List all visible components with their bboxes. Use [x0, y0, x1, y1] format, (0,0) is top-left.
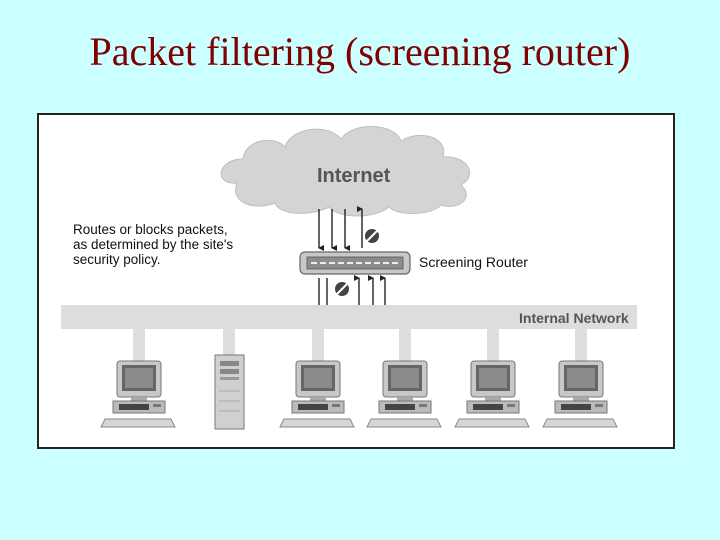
block-icon: [335, 282, 349, 296]
internet-label: Internet: [317, 165, 391, 187]
policy-note-line: Routes or blocks packets,: [73, 222, 228, 237]
block-icon: [365, 229, 379, 243]
arrow-icon: [318, 206, 363, 251]
workstation-icon: [100, 360, 176, 428]
policy-note-line: as determined by the site's: [73, 237, 233, 252]
screening-router-diagram: Internet Screening Router: [61, 126, 637, 430]
policy-note: Routes or blocks packets, as determined …: [73, 222, 237, 267]
workstation-icon: [366, 360, 442, 428]
internal-network-bar: [61, 305, 637, 329]
network-drops: [133, 329, 587, 361]
diagram-frame: Internet Screening Router: [37, 113, 675, 449]
policy-note-line: security policy.: [73, 252, 161, 267]
internal-network-label: Internal Network: [519, 310, 629, 326]
workstation-icon: [454, 360, 530, 428]
server-icon: [214, 354, 245, 430]
router-icon: [299, 251, 411, 275]
workstation-icon: [279, 360, 355, 428]
workstation-icon: [542, 360, 618, 428]
internet-cloud-icon: [220, 126, 471, 217]
slide-title: Packet filtering (screening router): [89, 29, 631, 74]
screening-router-label: Screening Router: [419, 254, 528, 270]
